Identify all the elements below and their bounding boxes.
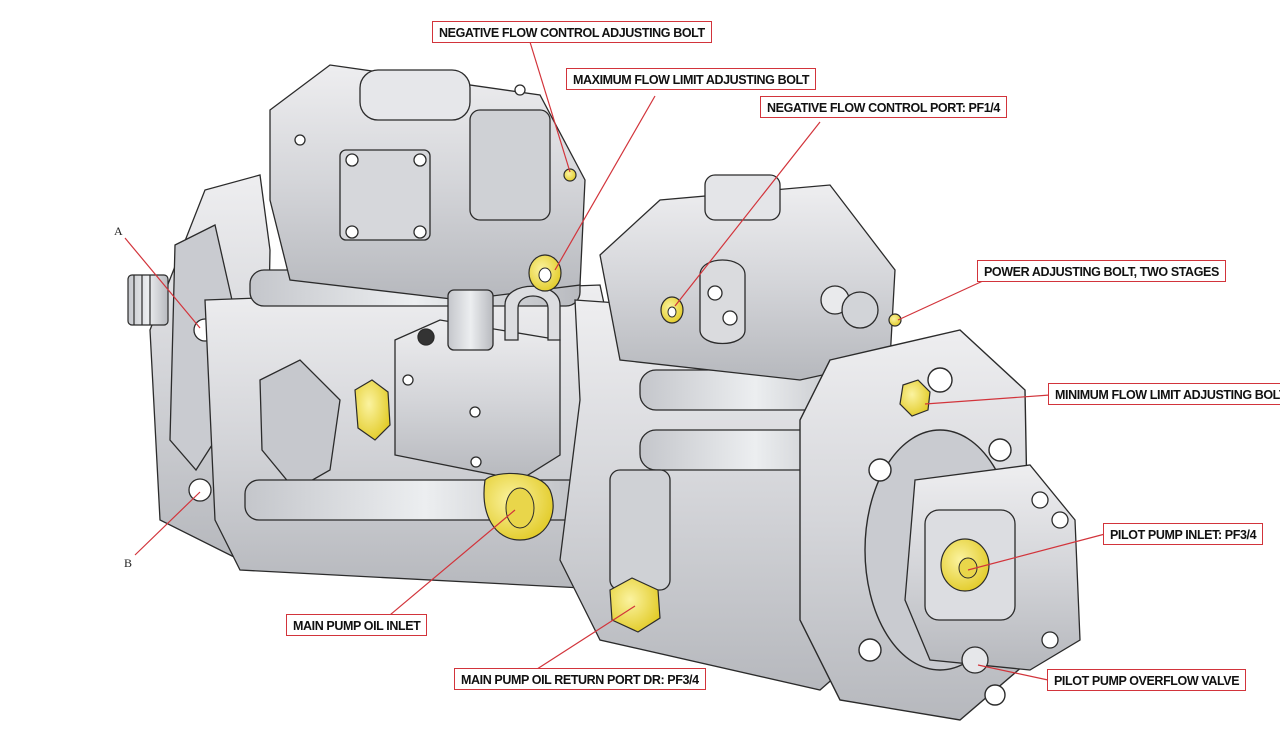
- negative-flow-bolt-highlight: [563, 168, 577, 182]
- minimum-flow-bolt-highlight: [899, 379, 931, 417]
- port-bores: [505, 267, 978, 579]
- label-pilot-pump-overflow-valve: PILOT PUMP OVERFLOW VALVE: [1047, 669, 1247, 691]
- label-negative-flow-control-bolt: NEGATIVE FLOW CONTROL ADJUSTING BOLT: [432, 21, 712, 43]
- leader-power-adjust-bolt: [897, 279, 986, 321]
- pilot-pump: [904, 464, 1081, 674]
- label-negative-flow-control-port: NEGATIVE FLOW CONTROL PORT: PF1/4: [760, 96, 1007, 118]
- leader-pilot-inlet: [967, 533, 1106, 571]
- central-valve-block: [394, 285, 561, 481]
- point-b-label: B: [124, 556, 133, 570]
- point-a-label: A: [114, 224, 123, 238]
- leader-negative-flow-bolt: [529, 41, 571, 173]
- leader-maximum-flow-bolt: [554, 95, 656, 271]
- label-main-pump-oil-inlet: MAIN PUMP OIL INLET: [286, 614, 428, 636]
- leader-point-b: [134, 491, 201, 556]
- right-regulator: [599, 174, 896, 381]
- label-power-adjusting-bolt: POWER ADJUSTING BOLT, TWO STAGES: [977, 260, 1226, 282]
- label-main-pump-oil-return-port: MAIN PUMP OIL RETURN PORT DR: PF3/4: [454, 668, 706, 690]
- leader-minimum-flow-bolt: [924, 394, 1051, 405]
- label-minimum-flow-limit-bolt: MINIMUM FLOW LIMIT ADJUSTING BOLT: [1048, 383, 1280, 405]
- return-port-highlight: [609, 577, 661, 633]
- label-pilot-pump-inlet: PILOT PUMP INLET: PF3/4: [1103, 523, 1264, 545]
- leader-return-port: [519, 605, 636, 681]
- leader-point-a: [124, 237, 201, 329]
- leader-main-inlet: [377, 509, 516, 626]
- power-adjust-bolt-highlight: [888, 313, 902, 327]
- left-side-plug-highlight: [354, 379, 391, 441]
- left-regulator: [269, 64, 586, 301]
- leader-negative-flow-port: [674, 121, 821, 307]
- leader-lines: [124, 41, 1106, 681]
- drive-shaft: [127, 274, 169, 326]
- label-maximum-flow-limit-bolt: MAXIMUM FLOW LIMIT ADJUSTING BOLT: [566, 68, 817, 90]
- leader-overflow-valve: [977, 664, 1049, 681]
